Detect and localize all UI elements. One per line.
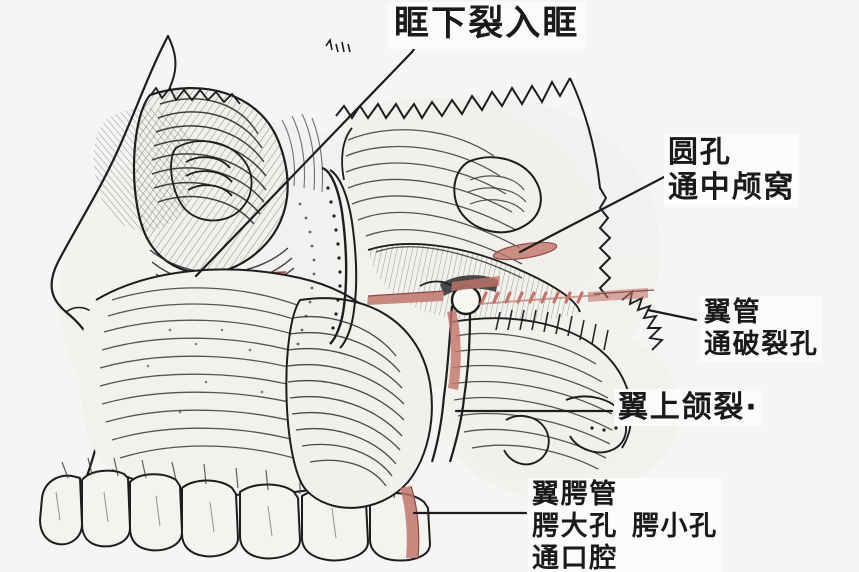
leader-foramen-rotundum [518, 174, 668, 254]
label-pterygoid-canal: 翼管 通破裂孔 [700, 296, 823, 362]
label-pterygopalatine-canal-line-3: 通口腔 [532, 542, 618, 572]
label-infraorbital-fissure: 眶下裂入眶 [388, 2, 586, 50]
label-foramen-rotundum-line-2: 通中颅窝 [668, 170, 796, 206]
label-pterygopalatine-canal-line-1: 翼腭管 [532, 479, 618, 510]
label-pterygoid-canal-line-2: 通破裂孔 [704, 328, 819, 360]
label-foramen-rotundum: 圆孔 通中颅窝 [664, 134, 800, 207]
mark-foramen-rotundum [492, 241, 558, 261]
label-lesser-palatine-foramen: 腭小孔 [631, 510, 718, 542]
mark-pterygopalatine-canal [400, 485, 420, 559]
label-pterygomaxillary-fissure-line-1: 翼上颌裂· [618, 390, 759, 425]
mark-pterygopalatine-fossa-channel [447, 310, 461, 390]
label-pterygoid-canal-line-1: 翼管 [704, 297, 762, 328]
leader-pterygoid-canal [646, 308, 698, 322]
label-pterygomaxillary-fissure: 翼上颌裂· [614, 389, 763, 427]
label-pterygopalatine-canal: 翼腭管 腭大孔腭小孔 通口腔 [528, 478, 722, 572]
label-pterygopalatine-canal-line-2: 腭大孔腭小孔 [532, 511, 718, 543]
label-foramen-rotundum-line-1: 圆孔 [668, 135, 732, 170]
mark-pterygoid-canal-dashes [477, 288, 655, 305]
label-infraorbital-fissure-line-1: 眶下裂入眶 [394, 4, 580, 44]
label-greater-palatine-foramen: 腭大孔 [532, 510, 618, 542]
mark-sphenopalatine-bar [367, 276, 500, 305]
leader-title [194, 50, 414, 278]
